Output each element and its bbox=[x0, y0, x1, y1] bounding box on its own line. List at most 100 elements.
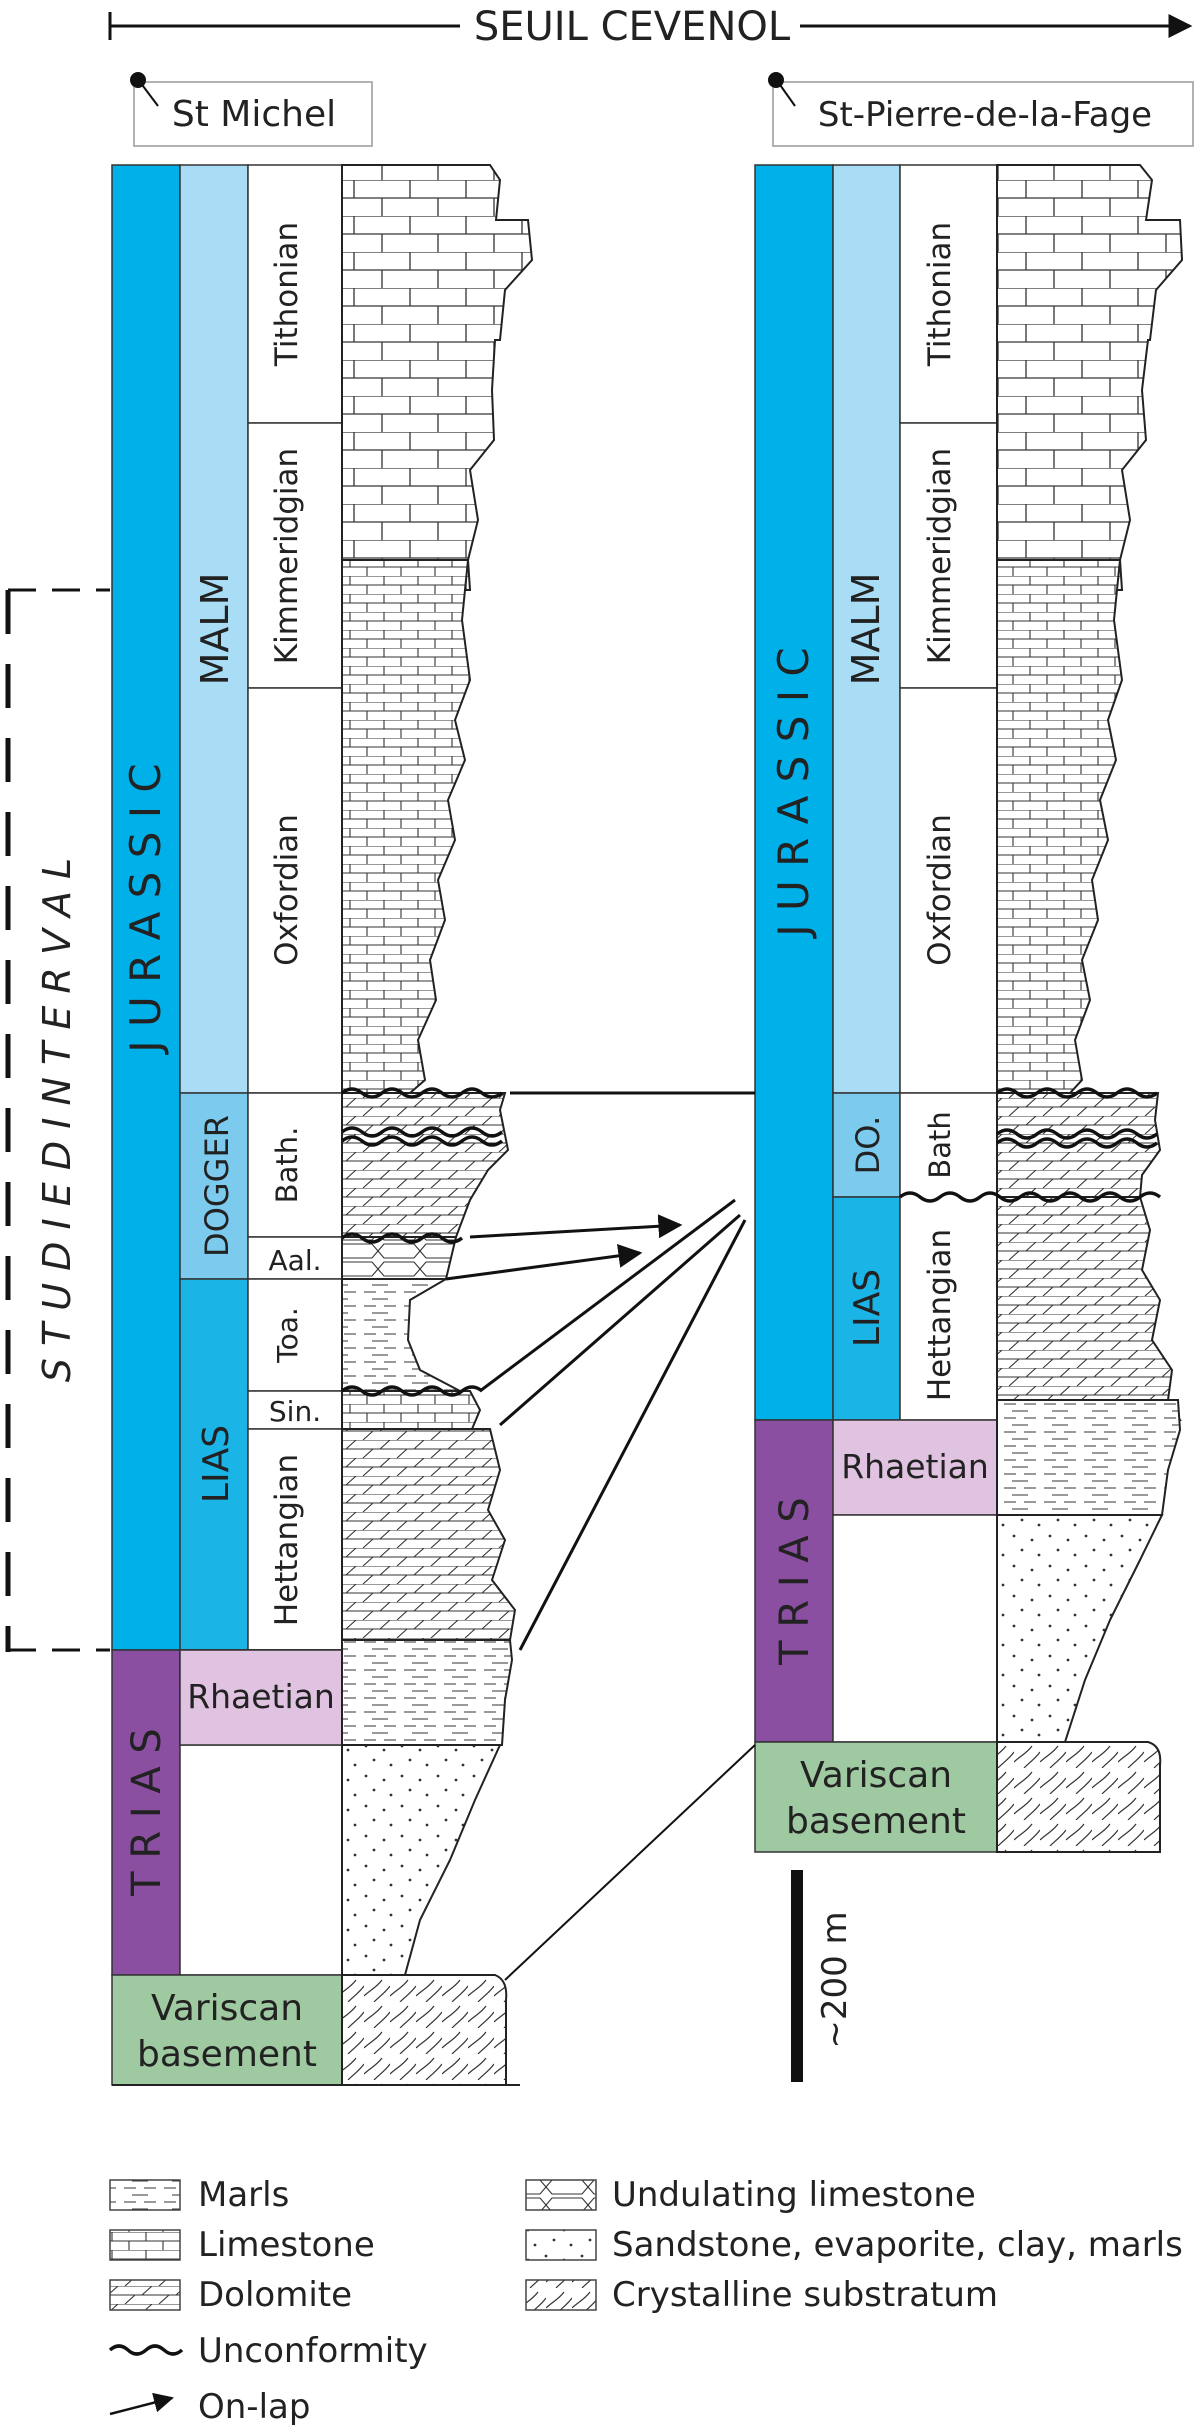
dogger-label: DOGGER bbox=[198, 1115, 236, 1257]
lias-label: LIAS bbox=[196, 1425, 237, 1503]
locality-label-st-michel: St Michel bbox=[130, 72, 373, 147]
svg-text:Hettangian: Hettangian bbox=[922, 1229, 958, 1401]
unconformity-mark bbox=[898, 1191, 1162, 1203]
unconformity-mark bbox=[340, 1135, 504, 1147]
svg-text:Limestone: Limestone bbox=[198, 2225, 375, 2265]
rhaetian-right bbox=[832, 1419, 998, 1516]
title-block: SEUIL CEVENOL bbox=[108, 4, 1193, 50]
dolomite-swatch bbox=[109, 2279, 181, 2311]
studied-interval-label: S T U D I E D I N T E R V A L bbox=[35, 858, 79, 1382]
malm-series-bar bbox=[179, 164, 249, 1094]
unconformity-mark bbox=[340, 1232, 464, 1244]
unconformity-mark bbox=[995, 1087, 1159, 1099]
svg-text:Tithonian: Tithonian bbox=[269, 222, 305, 367]
crystalline-swatch bbox=[525, 2279, 597, 2311]
svg-text:DO.: DO. bbox=[849, 1116, 887, 1175]
onlap-icon bbox=[109, 2392, 174, 2416]
svg-text:Variscan: Variscan bbox=[800, 1755, 952, 1796]
svg-text:basement: basement bbox=[786, 1801, 966, 1842]
svg-text:MALM: MALM bbox=[844, 573, 888, 686]
onlap-arrow bbox=[469, 1214, 683, 1239]
correlation-line bbox=[504, 1744, 756, 1981]
locality-label-st-pierre: St-Pierre-de-la-Fage bbox=[768, 72, 1194, 147]
svg-text:Kimmeridgian: Kimmeridgian bbox=[269, 448, 305, 664]
unconformity-mark bbox=[995, 1137, 1159, 1149]
scale-bar: ~200 m bbox=[791, 1870, 855, 2082]
svg-text:Bath: Bath bbox=[923, 1111, 957, 1178]
svg-text:LIAS: LIAS bbox=[847, 1269, 888, 1347]
marls-swatch bbox=[109, 2179, 181, 2211]
scale-bar-label: ~200 m bbox=[815, 1911, 855, 2048]
studied-interval-bracket: S T U D I E D I N T E R V A L bbox=[5, 588, 110, 1652]
svg-text:St Michel: St Michel bbox=[172, 94, 336, 135]
unconformity-mark bbox=[340, 1087, 504, 1099]
svg-text:Kimmeridgian: Kimmeridgian bbox=[922, 448, 958, 664]
trias-lower-left bbox=[179, 1744, 343, 1976]
lithology-log-st-pierre bbox=[898, 164, 1184, 1853]
trias-lower-right bbox=[832, 1514, 998, 1743]
svg-text:Oxfordian: Oxfordian bbox=[269, 814, 305, 966]
malm-label: MALM bbox=[193, 573, 237, 686]
svg-text:Marls: Marls bbox=[198, 2175, 289, 2215]
svg-text:J U R A S S I C: J U R A S S I C bbox=[769, 647, 818, 940]
legend: Marls Limestone Dolomite Unconformity On… bbox=[108, 2175, 1183, 2427]
unconformity-icon bbox=[108, 2344, 184, 2356]
malm-series-bar bbox=[832, 164, 901, 1094]
svg-text:On-lap: On-lap bbox=[198, 2387, 310, 2427]
legend-item-undulating: Undulating limestone bbox=[525, 2175, 976, 2215]
rhaetian-left bbox=[179, 1649, 343, 1746]
legend-item-unconformity: Unconformity bbox=[108, 2331, 428, 2371]
svg-text:Rhaetian: Rhaetian bbox=[841, 1447, 989, 1486]
diagram-title: SEUIL CEVENOL bbox=[474, 4, 791, 50]
correlation-lines bbox=[445, 1091, 756, 1981]
svg-text:St-Pierre-de-la-Fage: St-Pierre-de-la-Fage bbox=[818, 95, 1152, 135]
svg-text:T R I A S: T R I A S bbox=[772, 1497, 818, 1666]
svg-text:Variscan: Variscan bbox=[151, 1988, 303, 2029]
svg-text:Sin.: Sin. bbox=[269, 1395, 321, 1428]
svg-text:Tithonian: Tithonian bbox=[922, 222, 958, 367]
legend-item-onlap: On-lap bbox=[109, 2387, 310, 2427]
locality-pin-icon bbox=[130, 72, 146, 88]
svg-text:Rhaetian: Rhaetian bbox=[187, 1677, 335, 1716]
legend-item-limestone: Limestone bbox=[109, 2225, 375, 2265]
stage-column-right: Tithonian Kimmeridgian Oxfordian Bath He… bbox=[899, 164, 998, 1421]
unconformity-mark bbox=[340, 1385, 484, 1397]
svg-text:Unconformity: Unconformity bbox=[198, 2331, 428, 2371]
svg-text:Crystalline substratum: Crystalline substratum bbox=[612, 2275, 998, 2315]
onlap-arrow bbox=[445, 1243, 643, 1281]
svg-text:Undulating limestone: Undulating limestone bbox=[612, 2175, 976, 2215]
correlation-line bbox=[479, 1198, 736, 1393]
svg-text:Hettangian: Hettangian bbox=[269, 1454, 305, 1626]
legend-item-marls: Marls bbox=[109, 2175, 289, 2215]
legend-item-crystalline: Crystalline substratum bbox=[525, 2275, 998, 2315]
section-st-michel: St Michel J U R A S S I C T R I A S MALM… bbox=[111, 72, 534, 2086]
jurassic-system-bar bbox=[754, 164, 834, 1421]
trias-system-bar bbox=[754, 1419, 834, 1743]
svg-text:Dolomite: Dolomite bbox=[198, 2275, 352, 2315]
stage-column-left: Tithonian Kimmeridgian Oxfordian Bath. A… bbox=[247, 164, 343, 1651]
svg-text:Oxfordian: Oxfordian bbox=[922, 814, 958, 966]
svg-text:Sandstone, evaporite, clay, ma: Sandstone, evaporite, clay, marls bbox=[612, 2225, 1183, 2265]
svg-text:Toa.: Toa. bbox=[271, 1307, 304, 1364]
dogger-series-bar bbox=[179, 1092, 249, 1280]
svg-text:basement: basement bbox=[137, 2034, 317, 2075]
locality-pin-icon bbox=[768, 72, 784, 88]
jurassic-label: J U R A S S I C bbox=[121, 763, 170, 1056]
legend-item-dolomite: Dolomite bbox=[109, 2275, 352, 2315]
lias-series-bar bbox=[179, 1278, 249, 1651]
limestone-swatch bbox=[109, 2229, 181, 2261]
undulating-swatch bbox=[525, 2179, 597, 2211]
svg-text:Bath.: Bath. bbox=[270, 1127, 304, 1204]
sandstone-swatch bbox=[525, 2229, 597, 2261]
trias-label: T R I A S bbox=[124, 1728, 170, 1897]
legend-item-sandstone: Sandstone, evaporite, clay, marls bbox=[525, 2225, 1183, 2265]
correlation-line bbox=[499, 1213, 741, 1427]
unconformity-mark bbox=[995, 1128, 1159, 1140]
svg-text:Aal.: Aal. bbox=[269, 1244, 322, 1277]
lias-series-bar bbox=[832, 1196, 901, 1421]
section-st-pierre-de-la-fage: St-Pierre-de-la-Fage J U R A S S I C T R… bbox=[754, 72, 1194, 1853]
correlation-line bbox=[518, 1219, 747, 1651]
unconformity-mark bbox=[340, 1126, 504, 1138]
variscan-basement-right bbox=[754, 1741, 998, 1853]
